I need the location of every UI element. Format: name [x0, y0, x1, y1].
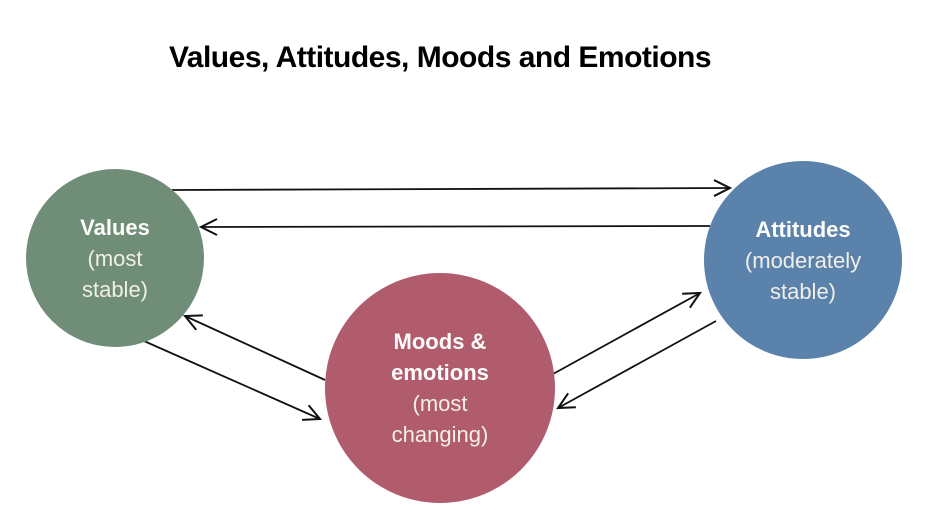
- moods-sublabel: (most changing): [391, 391, 489, 447]
- values-node: Values (most stable): [26, 169, 204, 347]
- attitudes-node: Attitudes (moderately stable): [704, 161, 902, 359]
- arrow-moods-to-attitudes: [552, 291, 702, 375]
- values-label: Values: [80, 214, 150, 240]
- arrow-attitudes-to-values: [198, 218, 711, 236]
- attitudes-sublabel: (moderately stable): [744, 247, 862, 304]
- attitudes-node-text: Attitudes (moderately stable): [713, 214, 893, 307]
- arrow-moods-to-values: [182, 314, 326, 381]
- diagram-title: Values, Attitudes, Moods and Emotions: [168, 41, 712, 74]
- values-sublabel: (most stable): [81, 245, 149, 302]
- arrow-values-to-moods: [143, 340, 323, 421]
- moods-node-text: Moods & emotions (most changing): [364, 326, 516, 450]
- moods-node: Moods & emotions (most changing): [325, 273, 555, 503]
- arrow-values-to-attitudes: [171, 179, 733, 197]
- moods-label: Moods & emotions: [391, 329, 489, 385]
- attitudes-label: Attitudes: [755, 216, 851, 242]
- arrow-attitudes-to-moods: [556, 320, 717, 410]
- values-node-text: Values (most stable): [55, 212, 175, 305]
